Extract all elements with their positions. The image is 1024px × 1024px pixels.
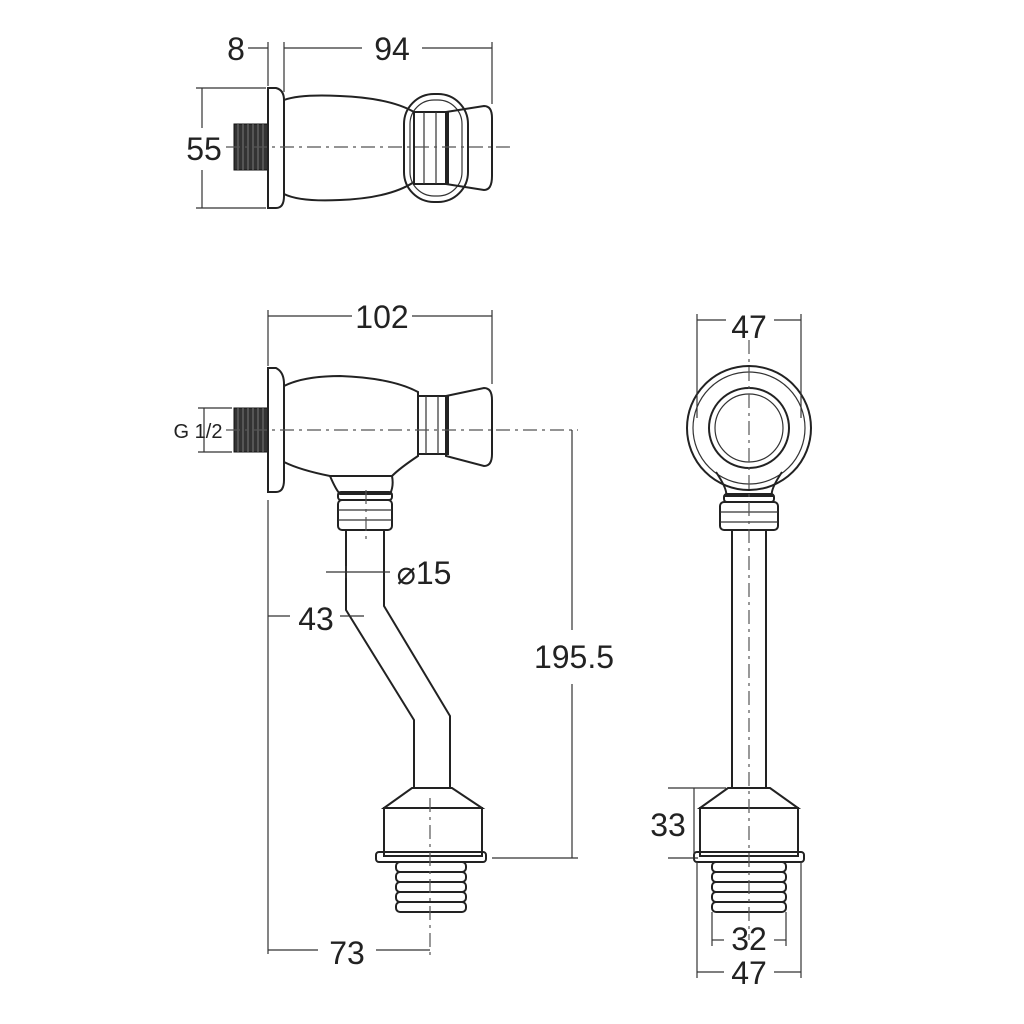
dim-side-width-bottom: 47	[731, 955, 767, 991]
dim-top-face-thickness: 8	[227, 31, 245, 67]
front-outlet-thread	[395, 861, 467, 913]
dim-thread-label: G 1/2	[174, 421, 223, 443]
dim-front-width: 102	[355, 299, 408, 335]
front-outlet-neck	[329, 475, 394, 495]
dim-top-depth: 94	[374, 31, 410, 67]
top-ring	[403, 93, 469, 203]
front-push-button	[445, 386, 493, 468]
top-stem-collar	[413, 111, 449, 185]
front-hex-nut	[337, 499, 393, 531]
top-wall-flange	[267, 87, 285, 209]
dim-outlet-nut-height: 33	[650, 807, 686, 843]
top-view: 8 94 55	[186, 31, 514, 209]
dim-outlet-thread-diameter: 32	[731, 921, 767, 957]
front-outlet-cone	[380, 787, 486, 809]
front-stem-collar	[417, 395, 449, 455]
dim-side-width-top: 47	[731, 309, 767, 345]
front-outlet-nut	[383, 807, 483, 857]
dim-total-height: 195.5	[534, 639, 614, 675]
top-push-button	[445, 104, 493, 192]
dim-pipe-offset: 43	[298, 601, 334, 637]
dim-outlet-offset: 73	[329, 935, 365, 971]
front-pipe-right-wall	[383, 530, 451, 788]
top-valve-body	[283, 94, 415, 202]
side-view: 47 33 32 47	[650, 309, 812, 991]
dim-top-height: 55	[186, 131, 222, 167]
side-ring-outer	[686, 365, 812, 491]
front-valve-body	[283, 374, 419, 477]
front-view: 102 G 1/2 ⌀15 43 195.5 73	[174, 299, 615, 971]
front-wall-flange	[267, 367, 285, 493]
dim-pipe-diameter: ⌀15	[397, 555, 452, 591]
